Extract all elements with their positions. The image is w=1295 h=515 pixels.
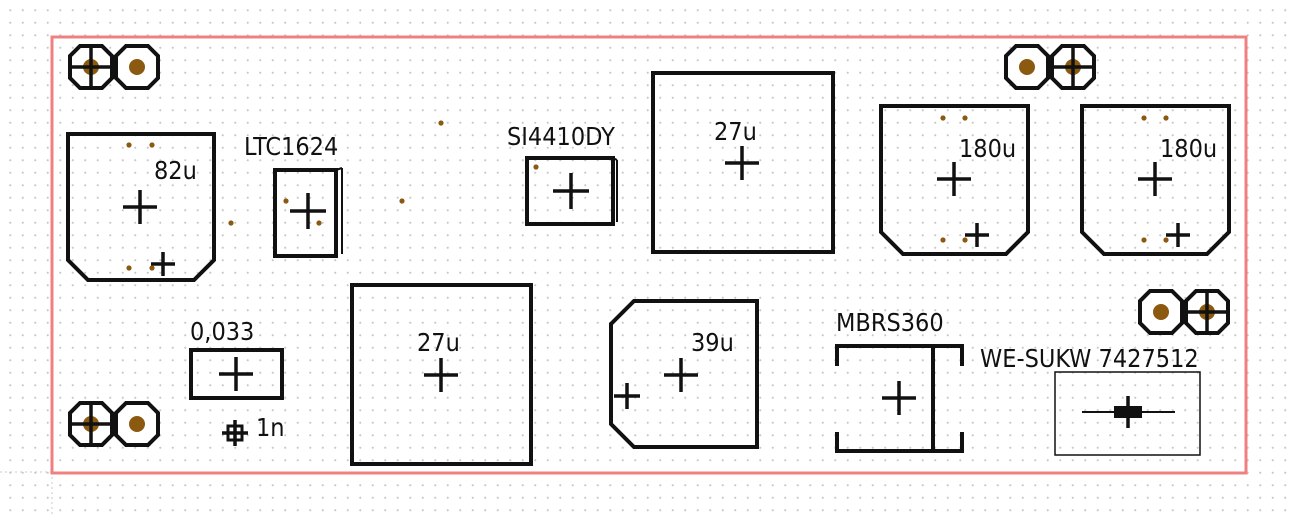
component-value-label: 180u [1160, 134, 1217, 163]
package-edge [612, 157, 618, 161]
via-icon [438, 120, 444, 126]
component-value-label: 27u [417, 328, 460, 357]
via-icon [940, 115, 946, 121]
connector-bottom-left[interactable] [68, 401, 160, 447]
mosfet-si4410dy[interactable]: SI4410DY [507, 122, 618, 226]
capacitor-39u[interactable]: 39u [609, 299, 759, 449]
via-icon [1141, 115, 1147, 121]
capacitor-82u[interactable]: 82u [66, 132, 216, 282]
ic-ltc1624[interactable]: LTC1624 [244, 132, 343, 258]
capacitor-180u-a[interactable]: 180u [879, 104, 1030, 256]
component-value-label: 39u [691, 328, 734, 357]
capacitor-180u-b[interactable]: 180u [1080, 104, 1231, 256]
board-outline[interactable] [50, 35, 1248, 475]
package-outline [1054, 371, 1201, 456]
pad-hole [129, 59, 145, 75]
via-icon [940, 237, 946, 243]
via-icon [126, 265, 132, 271]
via-icon [283, 198, 289, 204]
component-value-label: 1n [256, 413, 285, 442]
pad-hole [1153, 304, 1169, 320]
component-name-label: WE-SUKW 7427512 [980, 344, 1199, 373]
via-icon [962, 115, 968, 121]
component-name-label: SI4410DY [507, 122, 615, 151]
diode-mbrs360[interactable]: MBRS360 [835, 308, 964, 453]
via-icon [962, 237, 968, 243]
via-icon [126, 142, 132, 148]
component-name-label: MBRS360 [836, 308, 944, 337]
via-icon [1141, 237, 1147, 243]
inductor-we-sukw[interactable]: WE-SUKW 7427512 [980, 344, 1201, 456]
connector-right-middle[interactable] [1138, 289, 1230, 335]
pad-hole [129, 416, 145, 432]
via-icon [228, 220, 234, 226]
component-value-label: 0,033 [190, 317, 254, 346]
resistor-0033[interactable]: 0,033 [189, 317, 284, 400]
via-icon [149, 142, 155, 148]
via-icon [1163, 237, 1169, 243]
component-value-label: 27u [714, 117, 757, 146]
via-icon [533, 164, 539, 170]
connector-top-right[interactable] [1004, 44, 1096, 90]
via-group [126, 115, 1169, 271]
component-value-label: 82u [154, 156, 197, 185]
via-icon [1163, 115, 1169, 121]
component-value-label: 180u [959, 134, 1016, 163]
capacitor-27u-bottom[interactable]: 27u [350, 283, 533, 466]
pad-hole [1019, 59, 1035, 75]
capacitor-1n[interactable]: 1n [222, 413, 285, 446]
capacitor-27u-top[interactable]: 27u [651, 71, 835, 254]
via-icon [399, 198, 405, 204]
via-icon [149, 265, 155, 271]
component-name-label: LTC1624 [244, 132, 338, 161]
via-icon [316, 220, 322, 226]
connector-top-left[interactable] [68, 44, 160, 90]
